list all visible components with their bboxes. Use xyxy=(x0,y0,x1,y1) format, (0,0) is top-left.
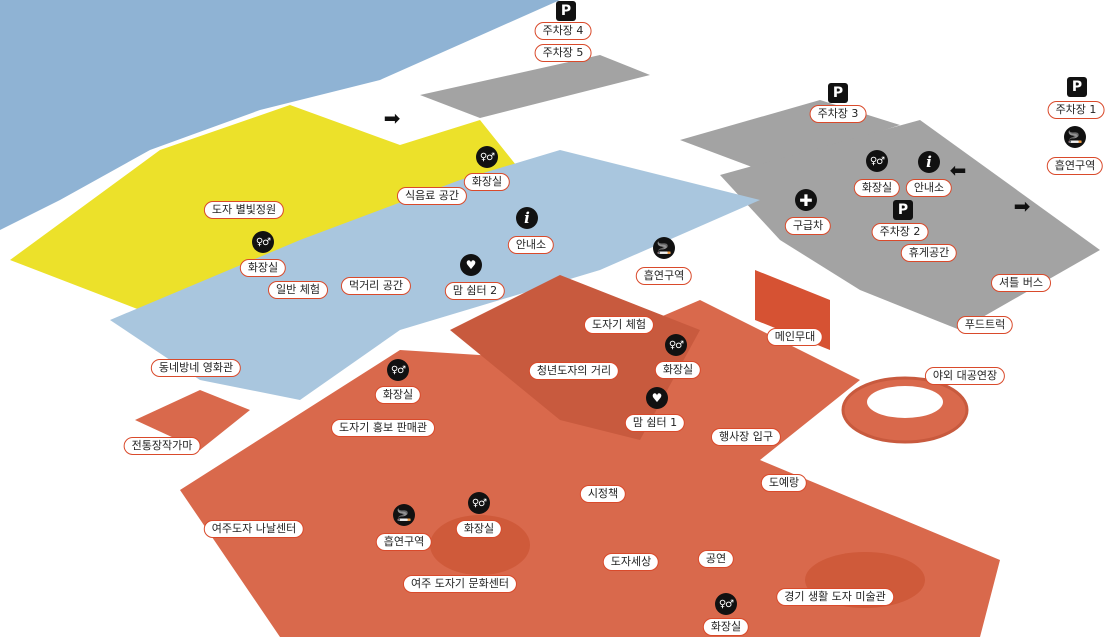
first-aid-icon: ✚ xyxy=(795,189,817,211)
mom-shelter-2-label[interactable]: 맘 쉼터 2 xyxy=(444,282,506,300)
pottery-promo-hall-label[interactable]: 도자기 홍보 판매관 xyxy=(331,419,435,437)
restroom-label[interactable]: 화장실 xyxy=(455,520,503,538)
smoking-area-label[interactable]: 흡연구역 xyxy=(375,533,433,551)
yeoju-culture-center-label[interactable]: 여주 도자기 문화센터 xyxy=(402,575,518,593)
food-truck-label[interactable]: 푸드트럭 xyxy=(956,316,1014,334)
ambulance-label[interactable]: 구급차 xyxy=(784,217,832,235)
parking-icon: P xyxy=(828,83,848,103)
smoking-area-label[interactable]: 흡연구역 xyxy=(635,267,693,285)
outdoor-stage-center xyxy=(867,386,943,418)
gyeonggi-museum-label[interactable]: 경기 생활 도자 미술관 xyxy=(776,588,894,606)
pottery-world-label[interactable]: 도자세상 xyxy=(602,553,660,571)
restroom-label[interactable]: 화장실 xyxy=(654,361,702,379)
main-stage-label[interactable]: 메인무대 xyxy=(766,328,824,346)
tasting-booth-label[interactable]: 시정책 xyxy=(579,485,627,503)
restroom-icon: ♀♂ xyxy=(665,334,687,356)
shuttle-bus-label[interactable]: 셔틀 버스 xyxy=(991,274,1051,292)
restroom-label[interactable]: 화장실 xyxy=(702,618,750,636)
arrow-left-icon: ⬅ xyxy=(949,158,967,182)
parking-4-label[interactable]: 주차장 4 xyxy=(534,22,592,40)
info-icon: i xyxy=(516,207,538,229)
restroom-icon: ♀♂ xyxy=(387,359,409,381)
parking-3-label[interactable]: 주차장 3 xyxy=(809,105,867,123)
young-potter-street-label[interactable]: 청년도자의 거리 xyxy=(528,362,620,380)
info-center-label[interactable]: 안내소 xyxy=(507,236,555,254)
smoking-area-label[interactable]: 흡연구역 xyxy=(1046,157,1104,175)
arrow-right-icon: ➡ xyxy=(383,106,401,130)
restroom-label[interactable]: 화장실 xyxy=(463,173,511,191)
mom-shelter-1-label[interactable]: 맘 쉼터 1 xyxy=(624,414,686,432)
pottery-experience-label[interactable]: 도자기 체험 xyxy=(583,316,655,334)
neighborhood-cinema-label[interactable]: 동네방네 영화관 xyxy=(150,359,242,377)
traditional-kiln-label[interactable]: 전통장작가마 xyxy=(123,437,201,455)
central-plaza xyxy=(180,300,1000,637)
restroom-label[interactable]: 화장실 xyxy=(853,179,901,197)
arrow-right-icon: ➡ xyxy=(1013,194,1031,218)
restroom-label[interactable]: 화장실 xyxy=(239,259,287,277)
general-experience-label[interactable]: 일반 체험 xyxy=(268,281,328,299)
doyerang-label[interactable]: 도예랑 xyxy=(760,474,808,492)
parking-lot-4-5 xyxy=(420,55,650,118)
beverage-space-label[interactable]: 식음료 공간 xyxy=(396,187,468,205)
restroom-icon: ♀♂ xyxy=(252,231,274,253)
walkway-area xyxy=(110,150,760,400)
parking-2-label[interactable]: 주차장 2 xyxy=(871,223,929,241)
yeoju-sharing-center-label[interactable]: 여주도자 나날센터 xyxy=(203,520,305,538)
info-center-label[interactable]: 안내소 xyxy=(905,179,953,197)
nursing-room-icon: ♥ xyxy=(646,387,668,409)
parking-5-label[interactable]: 주차장 5 xyxy=(534,44,592,62)
parking-icon: P xyxy=(1067,77,1087,97)
smoking-icon: 🚬 xyxy=(653,237,675,259)
smoking-icon: 🚬 xyxy=(393,504,415,526)
food-street-label[interactable]: 먹거리 공간 xyxy=(340,277,412,295)
restroom-icon: ♀♂ xyxy=(715,593,737,615)
pottery-garden-label[interactable]: 도자 별빛정원 xyxy=(203,201,285,219)
smoking-icon: 🚬 xyxy=(1064,126,1086,148)
parking-icon: P xyxy=(893,200,913,220)
event-entrance-label[interactable]: 행사장 입구 xyxy=(710,428,782,446)
restroom-icon: ♀♂ xyxy=(468,492,490,514)
parking-icon: P xyxy=(556,1,576,21)
kiln-zone xyxy=(135,390,250,450)
restroom-label[interactable]: 화장실 xyxy=(374,386,422,404)
nursing-room-icon: ♥ xyxy=(460,254,482,276)
parking-1-label[interactable]: 주차장 1 xyxy=(1047,101,1105,119)
info-icon: i xyxy=(918,151,940,173)
river-area xyxy=(0,0,560,230)
rest-area-label[interactable]: 휴게공간 xyxy=(900,244,958,262)
outdoor-stage-label[interactable]: 야외 대공연장 xyxy=(924,367,1006,385)
culture-center-building xyxy=(430,515,530,575)
restroom-icon: ♀♂ xyxy=(866,150,888,172)
performance-label[interactable]: 공연 xyxy=(697,550,735,568)
restroom-icon: ♀♂ xyxy=(476,146,498,168)
